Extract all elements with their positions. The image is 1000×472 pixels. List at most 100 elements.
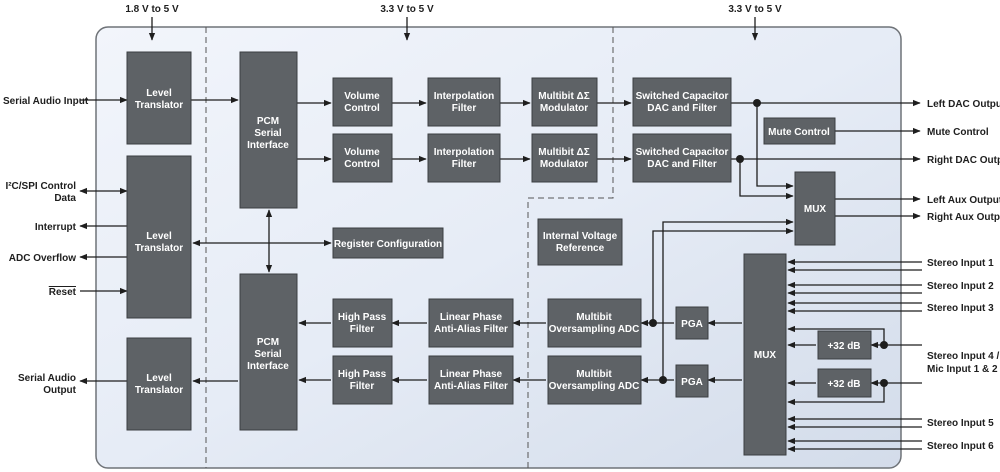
svg-text:Switched Capacitor: Switched Capacitor — [636, 147, 729, 158]
svg-text:Reference: Reference — [556, 243, 605, 254]
svg-text:Volume: Volume — [344, 91, 380, 102]
label-stereo-input-6: Stereo Input 6 — [927, 441, 994, 452]
svg-text:MUX: MUX — [754, 350, 777, 361]
left-pin-labels: Serial Audio Input I²C/SPI Control Data … — [3, 96, 89, 396]
label-interrupt: Interrupt — [35, 222, 77, 233]
supply-labels: 1.8 V to 5 V 3.3 V to 5 V 3.3 V to 5 V — [125, 4, 782, 41]
svg-text:Translator: Translator — [135, 385, 183, 396]
svg-text:Serial: Serial — [254, 349, 281, 360]
label-stereo-input-5: Stereo Input 5 — [927, 418, 994, 429]
svg-text:MUX: MUX — [804, 204, 827, 215]
input-mux: MUX — [743, 253, 787, 456]
svg-text:Level: Level — [146, 88, 172, 99]
svg-text:Volume: Volume — [344, 147, 380, 158]
supply-label-3: 3.3 V to 5 V — [728, 4, 782, 15]
label-reset: Reset — [49, 287, 77, 298]
svg-text:Multibit: Multibit — [576, 369, 612, 380]
svg-text:PCM: PCM — [257, 337, 279, 348]
svg-text:Anti-Alias Filter: Anti-Alias Filter — [434, 381, 508, 392]
mute-control-block: Mute Control — [763, 117, 836, 145]
svg-text:Interface: Interface — [247, 140, 289, 151]
svg-text:Oversampling ADC: Oversampling ADC — [549, 324, 640, 335]
label-adc-overflow: ADC Overflow — [9, 253, 76, 264]
pga-1: PGA — [675, 306, 709, 340]
svg-text:Multibit: Multibit — [576, 312, 612, 323]
right-pin-labels: Left DAC Output Mute Control Right DAC O… — [927, 99, 1000, 452]
svg-text:Switched Capacitor: Switched Capacitor — [636, 91, 729, 102]
pga-2: PGA — [675, 364, 709, 398]
svg-text:Filter: Filter — [452, 103, 477, 114]
svg-text:Modulator: Modulator — [540, 159, 588, 170]
svg-text:Control: Control — [344, 159, 380, 170]
svg-text:Multibit ΔΣ: Multibit ΔΣ — [538, 147, 590, 158]
junction-dots — [649, 99, 888, 387]
label-stereo-input-4-line2: Mic Input 1 & 2 — [927, 364, 998, 375]
svg-text:Filter: Filter — [350, 324, 375, 335]
aux-output-mux: MUX — [794, 171, 836, 246]
svg-text:Modulator: Modulator — [540, 103, 588, 114]
svg-text:Translator: Translator — [135, 100, 183, 111]
label-i2c-spi-line2: Data — [54, 193, 76, 204]
label-left-aux-output: Left Aux Output — [927, 195, 1000, 206]
label-right-dac-output: Right DAC Output — [927, 155, 1000, 166]
svg-text:Serial: Serial — [254, 128, 281, 139]
label-mute-control: Mute Control — [927, 127, 989, 138]
svg-text:Translator: Translator — [135, 243, 183, 254]
svg-text:Filter: Filter — [350, 381, 375, 392]
svg-text:Filter: Filter — [452, 159, 477, 170]
svg-text:High Pass: High Pass — [338, 369, 387, 380]
svg-text:PCM: PCM — [257, 116, 279, 127]
label-left-dac-output: Left DAC Output — [927, 99, 1000, 110]
label-stereo-input-2: Stereo Input 2 — [927, 281, 994, 292]
svg-text:Interpolation: Interpolation — [434, 147, 495, 158]
label-serial-audio-output-line2: Output — [43, 385, 76, 396]
svg-text:Mute Control: Mute Control — [768, 127, 830, 138]
label-stereo-input-1: Stereo Input 1 — [927, 258, 994, 269]
label-serial-audio-input: Serial Audio Input — [3, 96, 89, 107]
svg-text:Multibit ΔΣ: Multibit ΔΣ — [538, 91, 590, 102]
svg-text:Level: Level — [146, 231, 172, 242]
supply-label-2: 3.3 V to 5 V — [380, 4, 434, 15]
svg-text:Interpolation: Interpolation — [434, 91, 495, 102]
mic-gain-1: +32 dB — [817, 330, 872, 360]
svg-text:+32 dB: +32 dB — [827, 341, 860, 352]
label-i2c-spi-line1: I²C/SPI Control — [5, 181, 76, 192]
svg-text:Control: Control — [344, 103, 380, 114]
supply-label-1: 1.8 V to 5 V — [125, 4, 179, 15]
svg-text:Linear Phase: Linear Phase — [440, 369, 503, 380]
label-stereo-input-3: Stereo Input 3 — [927, 303, 994, 314]
svg-text:Linear Phase: Linear Phase — [440, 312, 503, 323]
svg-text:High Pass: High Pass — [338, 312, 387, 323]
svg-text:Anti-Alias Filter: Anti-Alias Filter — [434, 324, 508, 335]
svg-text:Internal Voltage: Internal Voltage — [543, 231, 618, 242]
svg-text:PGA: PGA — [681, 377, 703, 388]
svg-text:Oversampling ADC: Oversampling ADC — [549, 381, 640, 392]
label-right-aux-output: Right Aux Output — [927, 212, 1000, 223]
svg-text:+32 dB: +32 dB — [827, 379, 860, 390]
register-configuration: Register Configuration — [332, 227, 444, 259]
svg-text:DAC and Filter: DAC and Filter — [647, 103, 717, 114]
signal-wires — [79, 96, 922, 453]
mic-gain-2: +32 dB — [817, 368, 872, 398]
svg-text:DAC and Filter: DAC and Filter — [647, 159, 717, 170]
svg-text:PGA: PGA — [681, 319, 703, 330]
